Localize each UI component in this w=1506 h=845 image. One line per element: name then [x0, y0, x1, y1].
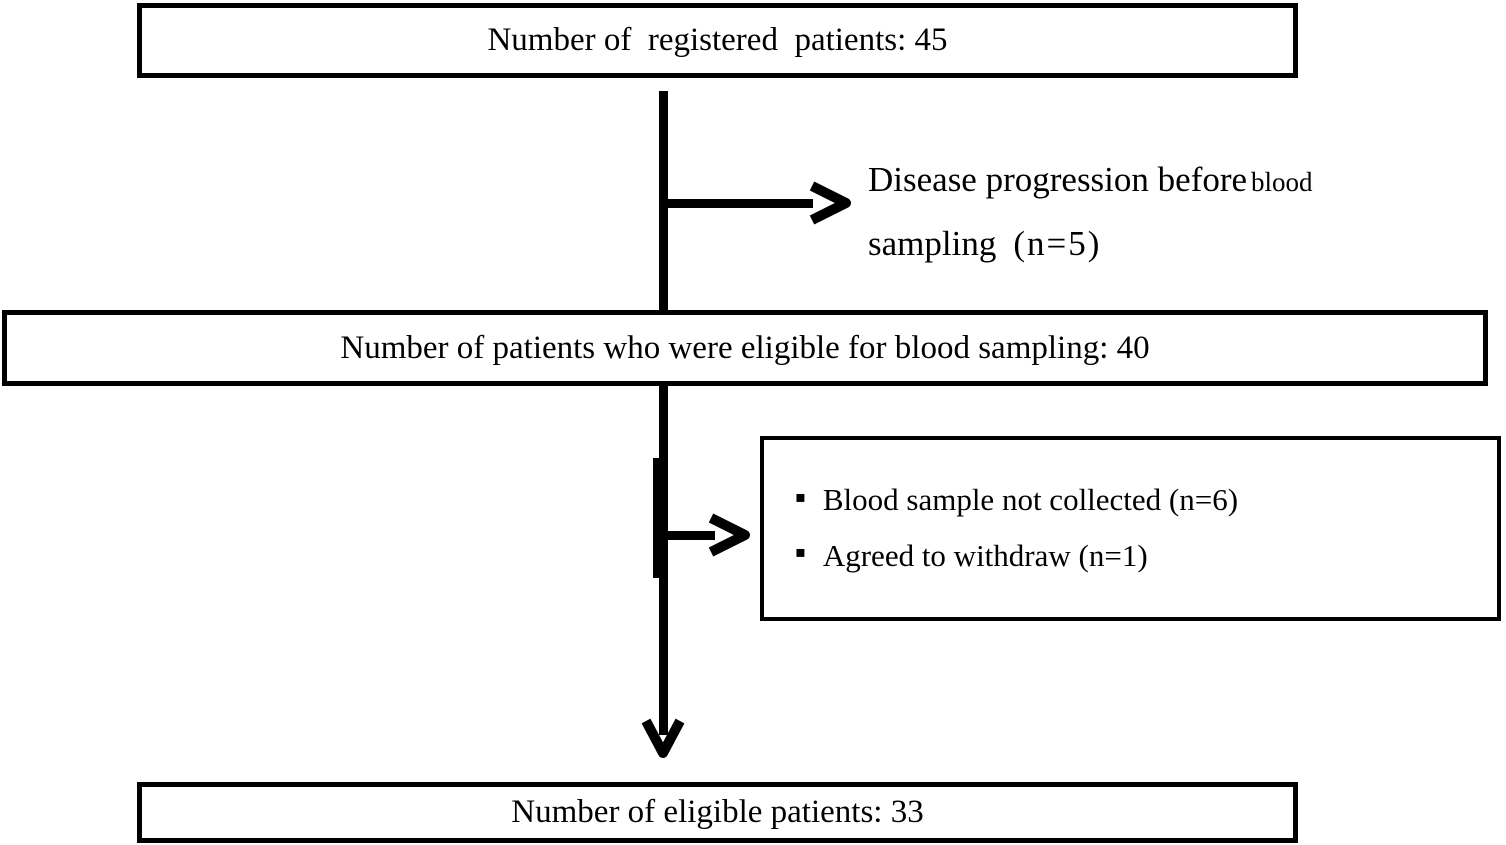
arrowhead-right-icon — [809, 181, 851, 225]
disease-progression-line1: Disease progression before blood — [868, 151, 1468, 215]
exclusion-item-text: Agreed to withdraw (n=1) — [822, 538, 1148, 573]
disease-progression-text-main: Disease progression before — [868, 160, 1248, 199]
exclusion-item-text: Blood sample not collected (n=6) — [822, 482, 1239, 518]
eligible-patients-box: Number of eligible patients: 33 — [137, 782, 1298, 843]
disease-progression-note: Disease progression before blood samplin… — [868, 151, 1468, 279]
eligible-patients-label: Number of eligible patients: 33 — [511, 794, 924, 831]
disease-progression-text-sampling: sampling — [868, 224, 997, 263]
disease-progression-count: (n=5) — [1013, 224, 1102, 263]
arrowhead-right-icon — [708, 513, 750, 557]
connector-down-2 — [659, 386, 668, 735]
disease-progression-text-small: blood — [1251, 167, 1313, 197]
eligible-for-sampling-box: Number of patients who were eligible for… — [2, 310, 1488, 386]
arrowhead-down-icon — [641, 718, 685, 758]
list-item: ▪ Blood sample not collected (n=6) — [795, 481, 1497, 520]
square-bullet-icon: ▪ — [795, 542, 806, 562]
eligible-for-sampling-label: Number of patients who were eligible for… — [340, 329, 1150, 366]
square-bullet-icon: ▪ — [795, 486, 806, 506]
connector-branch-2 — [663, 531, 715, 540]
connector-branch-1 — [663, 199, 813, 208]
disease-progression-line2: sampling (n=5) — [868, 215, 1468, 279]
list-item: ▪ Agreed to withdraw (n=1) — [795, 537, 1497, 576]
withdrawal-exclusion-box: ▪ Blood sample not collected (n=6) ▪ Agr… — [760, 436, 1501, 621]
connector-down-2-overlap — [653, 458, 660, 578]
registered-patients-label: Number of registered patients: 45 — [487, 22, 948, 59]
registered-patients-box: Number of registered patients: 45 — [137, 3, 1298, 78]
